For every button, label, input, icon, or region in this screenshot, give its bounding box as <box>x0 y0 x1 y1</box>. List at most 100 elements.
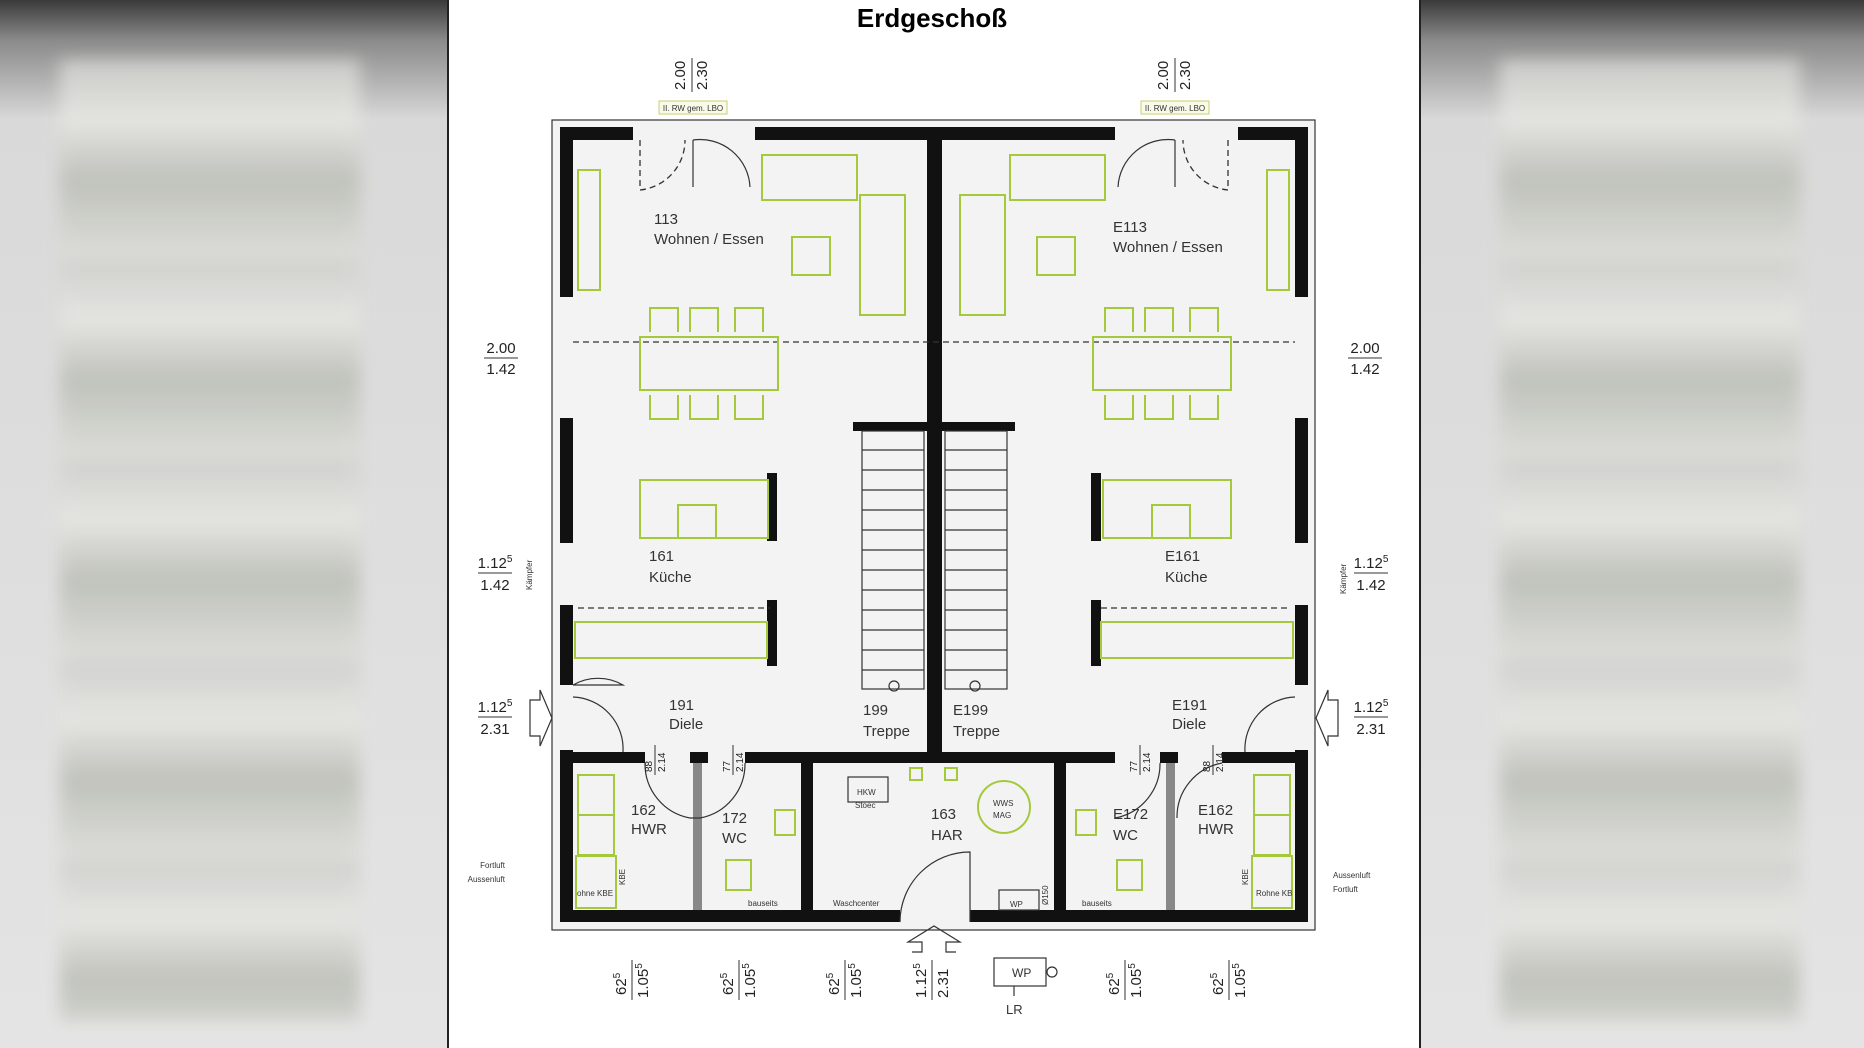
plan-graphic <box>969 680 981 692</box>
plan-graphic: 1.055 <box>634 963 652 998</box>
plan-label: 5 <box>1209 972 1220 978</box>
plan-graphic <box>1140 100 1210 115</box>
plan-graphic <box>853 422 1015 431</box>
plan-label: 1.05 <box>1128 969 1145 998</box>
plan-graphic <box>791 236 831 276</box>
room-number: E162 <box>1198 802 1233 819</box>
plan-graphic <box>959 194 1006 316</box>
plan-graphic <box>1009 154 1106 201</box>
plan-label: 1.05 <box>1232 969 1249 998</box>
plan-graphic <box>1046 966 1058 978</box>
blurred-background-left <box>60 60 360 1020</box>
plan-graphic <box>690 752 708 763</box>
plan-graphic: 1.055 <box>1127 963 1145 998</box>
plan-graphic <box>1104 307 1219 420</box>
room-number: 191 <box>669 697 694 714</box>
plan-graphic <box>1092 336 1232 391</box>
plan-label: 2.31 <box>480 721 509 738</box>
plan-label: 62 <box>826 978 843 995</box>
room-name: Diele <box>1172 716 1206 733</box>
plan-label: MAG <box>993 811 1011 820</box>
plan-graphic: 2.31 <box>935 969 952 998</box>
plan-label: 5 <box>634 963 645 969</box>
plan-graphic <box>560 127 633 140</box>
plan-graphic <box>909 767 923 781</box>
plan-graphic <box>1100 621 1294 659</box>
plan-label: 5 <box>612 972 623 978</box>
plan-graphic <box>1166 763 1175 910</box>
room-number: 113 <box>654 211 678 228</box>
outer-outline <box>551 119 1316 931</box>
plan-graphic <box>725 859 752 891</box>
plan-label: 5 <box>1231 963 1242 969</box>
room-name: WC <box>1113 827 1138 844</box>
plan-graphic <box>572 677 626 686</box>
plan-label: 2.00 <box>672 61 689 90</box>
plan-label: Fortluft <box>480 861 506 870</box>
plan-graphic <box>1182 139 1229 191</box>
plan-label: 1.05 <box>848 969 865 998</box>
plan-graphic <box>1114 762 1161 819</box>
plan-label: WP <box>1010 900 1023 909</box>
walls <box>560 127 1308 922</box>
door-dimensions: 88 2.14 77 2.14 77 2.14 88 2.14 <box>644 745 1226 775</box>
plan-graphic <box>970 910 1308 922</box>
plan-graphic <box>692 138 751 188</box>
plan-graphic <box>774 809 796 836</box>
plan-label: 2.31 <box>1356 721 1385 738</box>
plan-graphic <box>977 780 1031 834</box>
plan-graphic <box>699 762 746 819</box>
room-number: E113 <box>1113 219 1147 236</box>
plan-graphic <box>693 763 702 910</box>
plan-graphic <box>1251 855 1293 909</box>
plan-graphic <box>575 855 617 909</box>
plan-label: 5 <box>1383 698 1389 709</box>
plan-graphic <box>1295 127 1308 297</box>
plan-label: 5 <box>1383 554 1389 565</box>
top-dimension-right: 2.00 2.30 II. RW gem. LBO <box>1140 58 1210 115</box>
plan-graphic: 1.125 <box>1354 554 1389 572</box>
door-height: 2.14 <box>1142 752 1153 772</box>
plan-graphic <box>767 600 777 666</box>
plan-label: Aussenluft <box>1333 871 1371 880</box>
plan-label: 2.30 <box>694 61 711 90</box>
door-dim-e162: 88 2.14 <box>1202 745 1226 775</box>
plan-graphic <box>572 696 624 753</box>
plan-graphic: 1.055 <box>847 963 865 998</box>
plan-label: 1.42 <box>480 577 509 594</box>
plan-label: 2.00 <box>1350 340 1379 357</box>
plan-graphic <box>573 752 645 763</box>
plan-label: 2.31 <box>935 969 952 998</box>
plan-graphic <box>927 140 942 758</box>
plan-label: 1.42 <box>486 361 515 378</box>
door-width: 88 <box>644 760 655 772</box>
plan-graphic <box>801 763 813 910</box>
plan-graphic: 1.055 <box>1231 963 1249 998</box>
door-dim-e172: 77 2.14 <box>1129 745 1153 775</box>
plan-label: 5 <box>741 963 752 969</box>
plan-label: 5 <box>719 972 730 978</box>
plan-graphic <box>1295 605 1308 685</box>
room-number: E161 <box>1165 548 1200 565</box>
plan-label: 1.12 <box>478 555 507 572</box>
plan-graphic <box>1036 236 1076 276</box>
room-name: Treppe <box>953 723 1000 740</box>
plan-graphic: 625 <box>825 972 843 995</box>
plan-graphic <box>560 750 573 922</box>
doors <box>572 138 1296 923</box>
plan-graphic <box>1222 752 1295 763</box>
plan-graphic <box>1160 752 1178 763</box>
plan-graphic <box>1238 127 1308 140</box>
plan-label: 5 <box>847 963 858 969</box>
room-labels: 113 Wohnen / Essen E113 Wohnen / Essen 1… <box>631 211 1234 847</box>
plan-label: 2.30 <box>1177 61 1194 90</box>
plan-graphic <box>767 473 777 541</box>
plan-label: Kämpfer <box>1339 563 1348 594</box>
plan-graphic <box>577 169 601 291</box>
room-number: 161 <box>649 548 674 565</box>
plan-label: 1.05 <box>635 969 652 998</box>
